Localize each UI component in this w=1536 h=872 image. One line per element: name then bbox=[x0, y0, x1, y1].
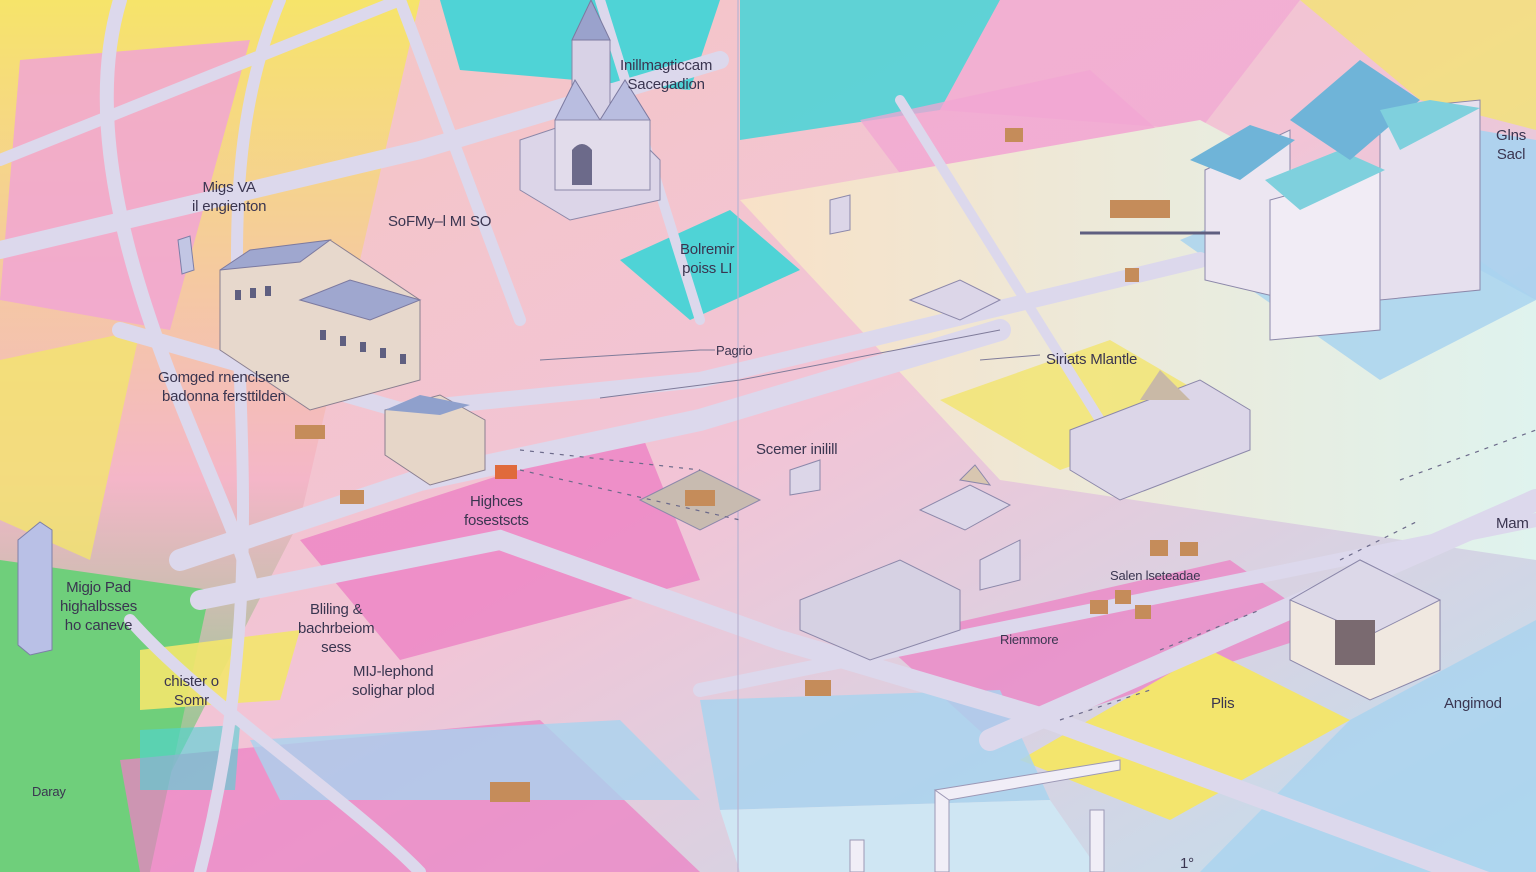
label-left-low[interactable]: Migjo Pad highalbsses ho caneve bbox=[60, 578, 137, 635]
label-line: Salen lseteadae bbox=[1110, 568, 1201, 583]
label-line: poiss LI bbox=[682, 260, 733, 277]
label-right-yellow[interactable]: Plis bbox=[1211, 694, 1235, 713]
block-yellow-ne[interactable] bbox=[1300, 0, 1536, 130]
label-line: SoFMy–l MI SO bbox=[388, 213, 492, 230]
label-left-mid[interactable]: Gomged rnenclsene badonna fersttilden bbox=[158, 368, 290, 406]
label-line: Bolremir bbox=[680, 241, 735, 258]
label-right-low[interactable]: Salen lseteadae bbox=[1110, 568, 1200, 584]
label-line: Pagrio bbox=[716, 343, 753, 358]
label-highway[interactable]: Highces fosestscts bbox=[464, 492, 529, 530]
label-bottom-left[interactable]: chister o Somr bbox=[164, 672, 219, 710]
label-line: Highces bbox=[469, 493, 523, 510]
label-line: Migs VA bbox=[202, 179, 257, 196]
label-bottom-center[interactable]: 1° bbox=[1180, 854, 1194, 872]
block-yellow-sw[interactable] bbox=[140, 630, 300, 710]
label-line: Sacegadion bbox=[627, 76, 705, 93]
district-yellow-w[interactable] bbox=[0, 330, 140, 560]
leader-lines bbox=[539, 329, 1041, 399]
block-blue-south[interactable] bbox=[700, 690, 1050, 810]
label-line: Bliling & bbox=[309, 601, 363, 618]
label-line: ho caneve bbox=[64, 617, 133, 634]
label-far-right-mid[interactable]: Mam bbox=[1496, 514, 1529, 533]
label-line: chister o bbox=[164, 673, 219, 690]
label-line: Riemmore bbox=[1000, 632, 1059, 647]
label-line: Scemer inilill bbox=[756, 441, 838, 458]
label-bottom-left-corner[interactable]: Daray bbox=[32, 784, 66, 800]
small-buildings bbox=[638, 194, 1021, 661]
label-line: Sacl bbox=[1496, 146, 1526, 163]
label-left-upper[interactable]: Migs VA il engienton bbox=[192, 178, 267, 216]
label-right-bottom[interactable]: Angimod bbox=[1444, 694, 1502, 713]
label-center-left-low2[interactable]: MIJ-lephond solighar plod bbox=[352, 662, 435, 700]
label-center-left-low[interactable]: Bliling & bachrbeiom sess bbox=[298, 600, 375, 657]
palace-building[interactable] bbox=[219, 239, 422, 411]
label-line: solighar plod bbox=[352, 682, 435, 699]
block-south[interactable] bbox=[720, 800, 1100, 872]
block-yellow-se[interactable] bbox=[1020, 650, 1350, 820]
label-line: Gomged rnenclsene bbox=[158, 369, 290, 386]
label-line: Plis bbox=[1211, 695, 1235, 712]
block-blue-sw[interactable] bbox=[250, 720, 700, 800]
label-right-mid[interactable]: Siriats Mlantle bbox=[1046, 350, 1137, 369]
townhouse-building[interactable] bbox=[384, 394, 486, 486]
block-cyan-sw[interactable] bbox=[140, 725, 240, 790]
label-center-road[interactable]: Pagrio bbox=[716, 343, 753, 359]
label-line: Somr bbox=[173, 692, 209, 709]
label-line: sess bbox=[321, 639, 352, 656]
label-line: Inillmagticcam bbox=[620, 57, 713, 74]
label-line: Glns bbox=[1496, 127, 1527, 144]
highrise-building[interactable] bbox=[17, 235, 195, 656]
label-line: Migjo Pad bbox=[66, 579, 131, 596]
label-line: highalbsses bbox=[60, 598, 138, 615]
label-top-center[interactable]: Inillmagticcam Sacegadion bbox=[620, 56, 712, 94]
bridge-pillars bbox=[849, 759, 1121, 872]
label-far-right-top[interactable]: Glns Sacl bbox=[1496, 126, 1526, 164]
hall-building[interactable] bbox=[1069, 370, 1251, 501]
pavilion-building[interactable] bbox=[1288, 559, 1442, 701]
label-center-mid[interactable]: Bolremir poiss LI bbox=[680, 240, 734, 278]
church-building[interactable] bbox=[519, 0, 661, 221]
block-cyan-center[interactable] bbox=[620, 210, 800, 320]
label-line: Daray bbox=[32, 784, 66, 799]
label-line: fosestscts bbox=[464, 512, 529, 529]
label-line: MIJ-lephond bbox=[353, 663, 434, 680]
label-line: 1° bbox=[1180, 855, 1194, 872]
label-center-low[interactable]: Scemer inilill bbox=[756, 440, 838, 459]
label-line: badonna fersttilden bbox=[161, 388, 286, 405]
label-line: il engienton bbox=[192, 198, 267, 215]
label-line: bachrbeiom bbox=[298, 620, 375, 637]
label-line: Angimod bbox=[1444, 695, 1502, 712]
crates bbox=[295, 128, 1198, 802]
road-markings bbox=[519, 429, 1536, 721]
label-line: Mam bbox=[1496, 515, 1529, 532]
tower-building[interactable] bbox=[1190, 60, 1481, 341]
label-center-right-low[interactable]: Riemmore bbox=[1000, 632, 1059, 648]
label-center-upper[interactable]: SoFMy–l MI SO bbox=[388, 212, 491, 231]
label-line: Siriats Mlantle bbox=[1046, 351, 1138, 368]
